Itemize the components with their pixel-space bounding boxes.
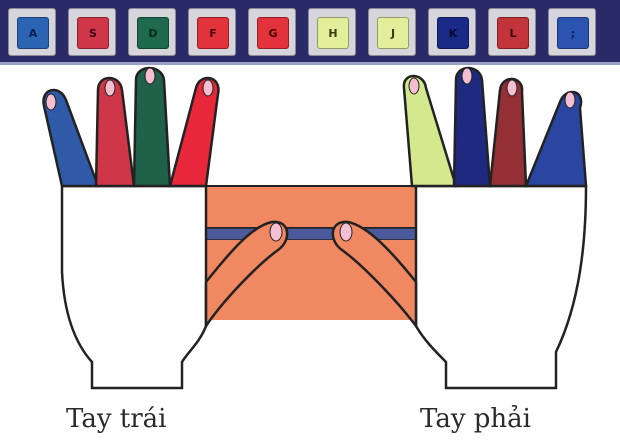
key-label: L: [497, 17, 529, 49]
key-j: J: [368, 8, 416, 56]
left-middle-finger: [134, 68, 170, 186]
key-s: S: [68, 8, 116, 56]
right-ring-finger: [490, 79, 526, 186]
left-hand-label: Tay trái: [66, 404, 166, 434]
left-index-nail: [203, 80, 213, 96]
right-ring-nail: [507, 80, 517, 96]
right-hand-label: Tay phải: [420, 404, 531, 434]
right-thumb-nail: [340, 223, 352, 241]
key-label: A: [17, 17, 49, 49]
key-label: J: [377, 17, 409, 49]
key-label: S: [77, 17, 109, 49]
key-d: D: [128, 8, 176, 56]
left-middle-nail: [145, 68, 155, 84]
right-middle-nail: [462, 68, 472, 84]
left-ring-finger: [96, 78, 134, 186]
key-label: F: [197, 17, 229, 49]
key-label: H: [317, 17, 349, 49]
key-label: G: [257, 17, 289, 49]
right-middle-finger: [454, 68, 490, 186]
right-palm: [416, 186, 586, 388]
key-l: L: [488, 8, 536, 56]
left-palm: [62, 186, 206, 388]
right-pinky-finger: [526, 92, 586, 186]
key-g: G: [248, 8, 296, 56]
right-index-nail: [409, 78, 419, 94]
key-h: H: [308, 8, 356, 56]
key-label: D: [137, 17, 169, 49]
left-thumb-nail: [270, 223, 282, 241]
key-f: F: [188, 8, 236, 56]
left-ring-nail: [105, 80, 115, 96]
right-pinky-nail: [565, 92, 575, 108]
key-a: A: [8, 8, 56, 56]
left-pinky-nail: [46, 94, 56, 110]
key-semicolon: ;: [548, 8, 596, 56]
key-k: K: [428, 8, 476, 56]
thumb-zone-upper: [206, 186, 416, 228]
space-bar: [206, 228, 416, 240]
key-label: ;: [557, 17, 589, 49]
key-label: K: [437, 17, 469, 49]
hands-diagram: [0, 62, 620, 402]
